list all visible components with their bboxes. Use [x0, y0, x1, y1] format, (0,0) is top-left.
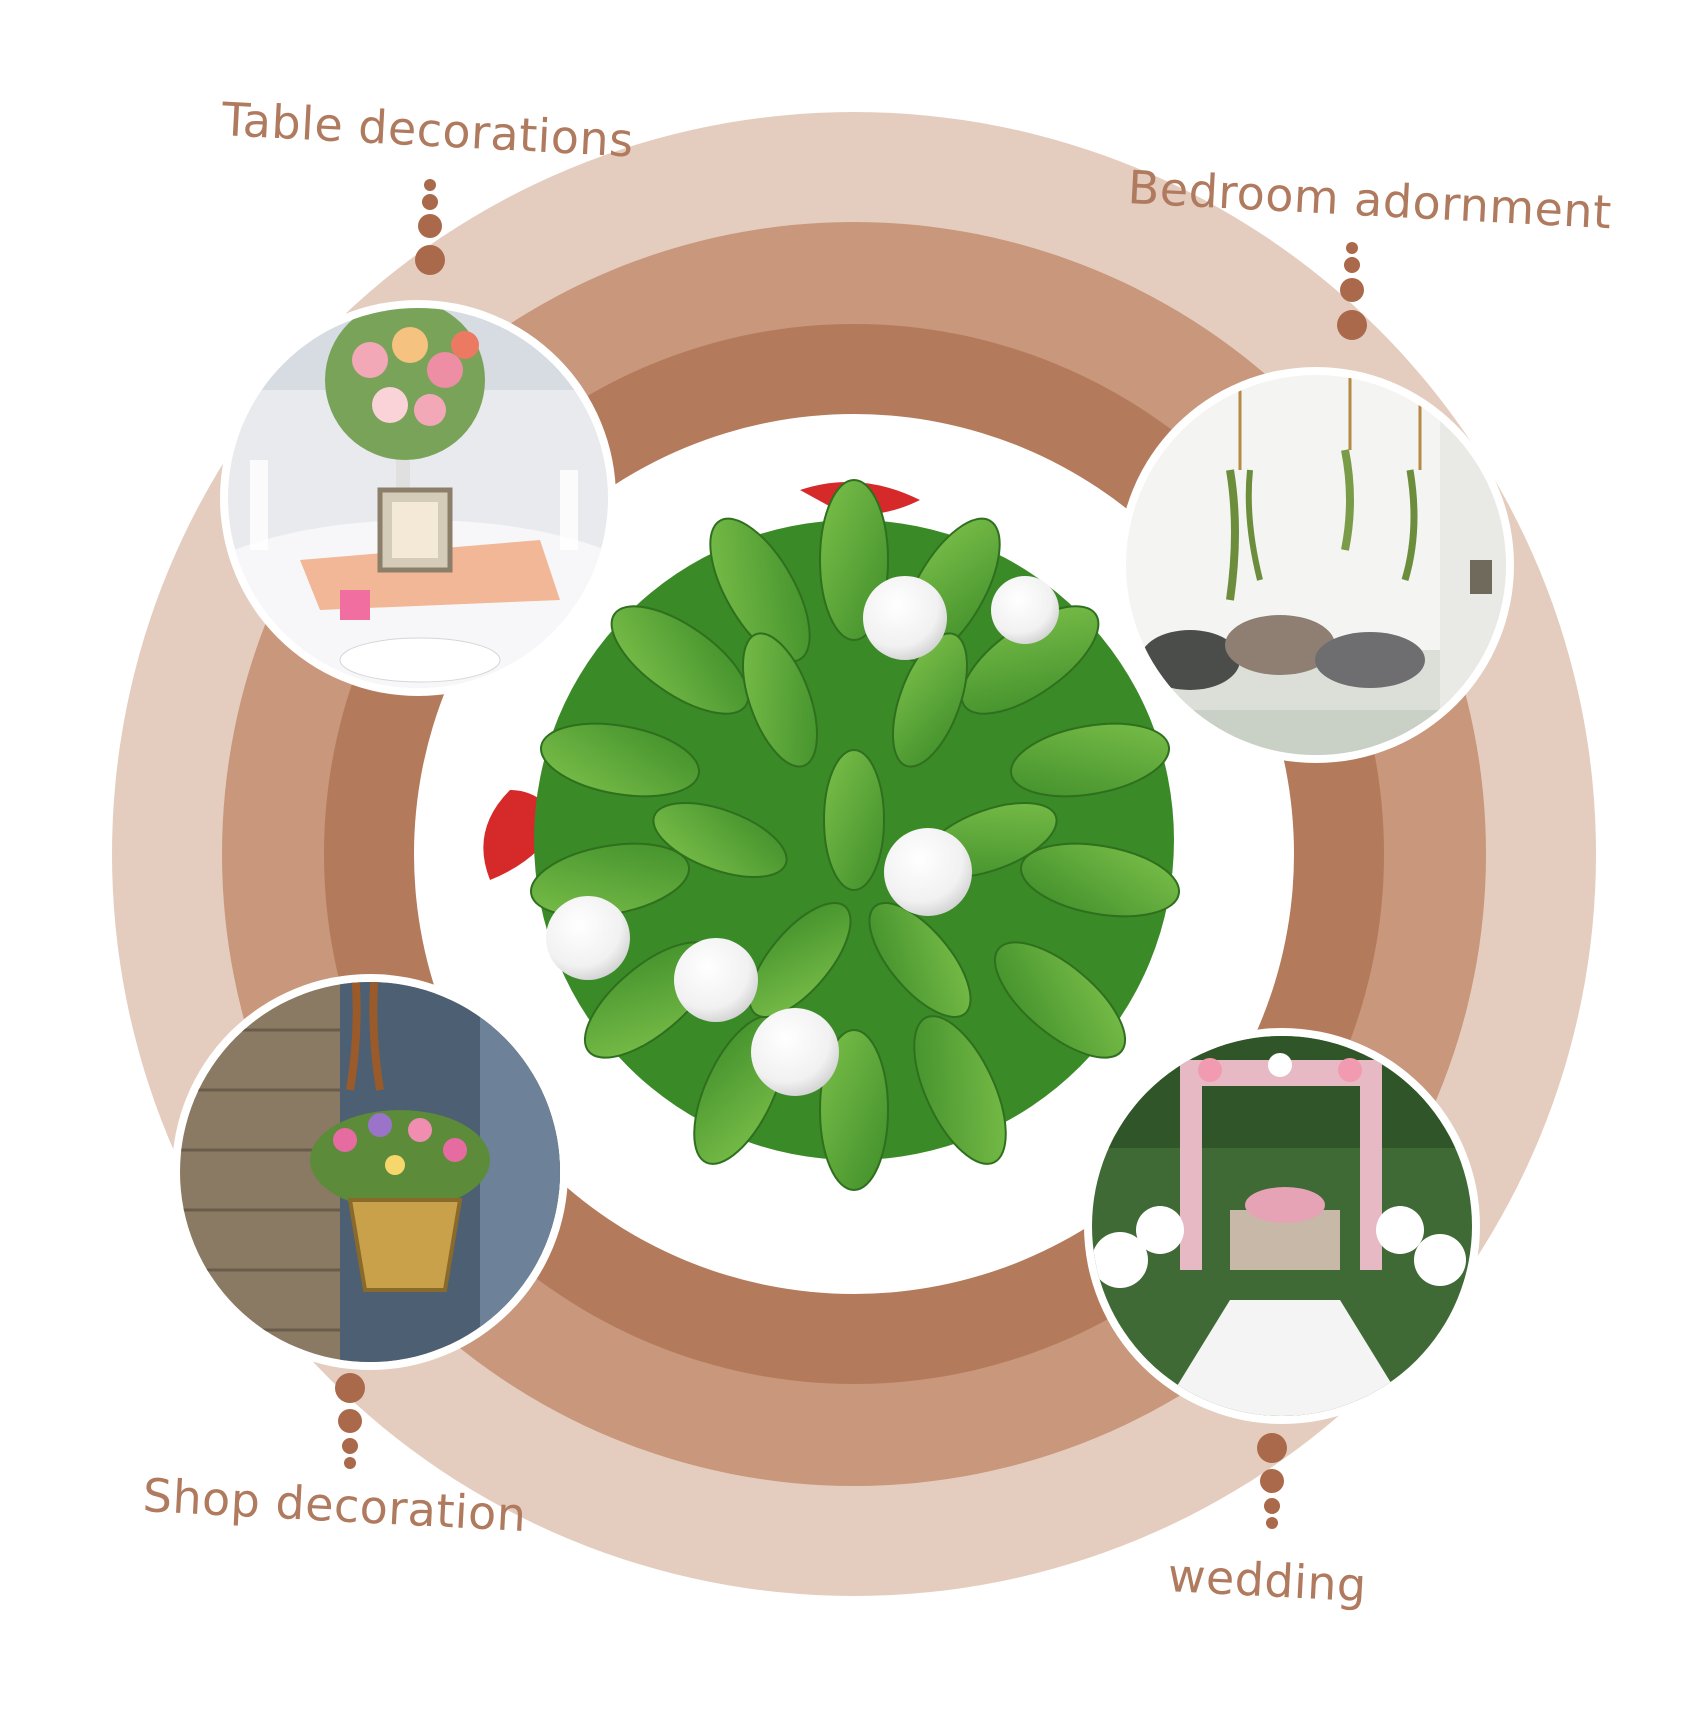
mistletoe-ball-icon [483, 479, 1181, 1191]
dots-wedding [1257, 1433, 1287, 1529]
connector-dots [335, 179, 1367, 1529]
dots-shop [335, 1373, 365, 1469]
dots-table [415, 179, 445, 275]
caption-wedding: wedding [1166, 1548, 1369, 1613]
wedding-arch-photo [1084, 1028, 1480, 1424]
hanging-flower-basket-photo [172, 974, 568, 1370]
dots-bedroom [1337, 242, 1367, 340]
